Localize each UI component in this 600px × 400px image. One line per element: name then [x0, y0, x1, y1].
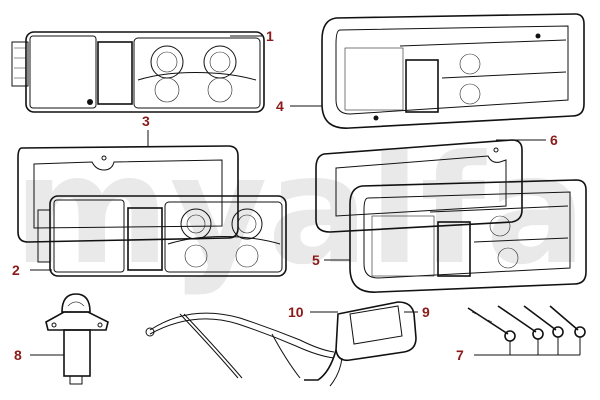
part-8-bulb-holder [45, 293, 109, 385]
callout-8: 8 [14, 347, 22, 363]
callout-4: 4 [276, 98, 284, 114]
part-6-gasket [315, 139, 523, 233]
callout-1: 1 [266, 28, 274, 44]
callout-7: 7 [456, 347, 464, 363]
leader-lines [30, 35, 581, 356]
callout-10: 10 [288, 304, 304, 320]
callout-5: 5 [312, 252, 320, 268]
part-5-tail-lamp-large [349, 179, 587, 293]
callout-3: 3 [142, 113, 150, 129]
part-9-10-plate-lamp [145, 301, 417, 387]
part-2-tail-lamp-small [37, 195, 287, 277]
callout-2: 2 [12, 262, 20, 278]
part-7-screws [467, 305, 586, 342]
part-4-tail-lamp-large [321, 13, 585, 129]
callout-9: 9 [422, 304, 430, 320]
part-3-gasket [17, 145, 239, 243]
part-1-tail-lamp-small [11, 31, 265, 113]
watermark-logo: myalfa [13, 124, 586, 298]
callout-6: 6 [550, 132, 558, 148]
